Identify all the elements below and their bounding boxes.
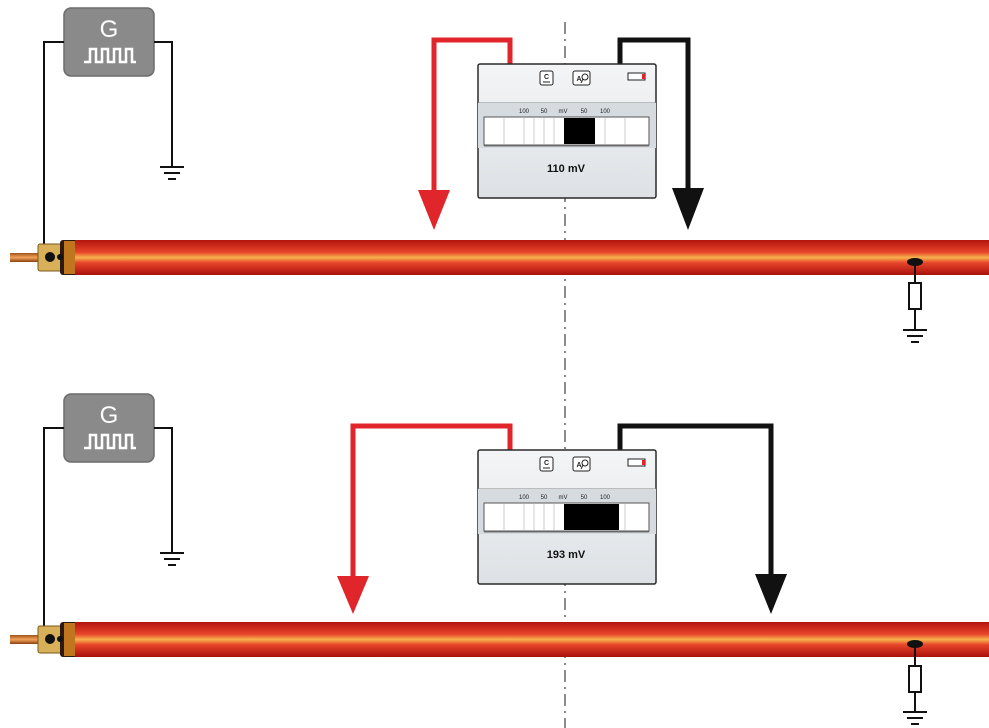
battery-icon	[627, 458, 646, 467]
generator-bottom: G	[63, 393, 155, 463]
deflection-bar	[564, 118, 595, 144]
red-arrow-head	[418, 190, 450, 230]
square-wave-icon	[84, 433, 136, 450]
cable-fault-ground-bottom	[903, 640, 927, 725]
svg-text:C: C	[544, 74, 549, 81]
ground-symbol-icon	[160, 166, 184, 180]
square-wave-icon	[84, 47, 136, 64]
red-lead-wire	[350, 423, 513, 584]
panel-bottom: G	[10, 393, 989, 725]
scale-right-100: 100	[600, 495, 611, 501]
scale-right-50: 50	[581, 495, 588, 501]
scale-right-50: 50	[581, 109, 588, 115]
panel-top: G	[10, 7, 989, 343]
probe-mode-icon: A	[572, 456, 591, 472]
reading-value: 193 mV	[547, 549, 586, 561]
black-arrow-head	[672, 188, 704, 230]
clamp-mode-icon: C	[539, 456, 554, 472]
generator-ground-wire	[154, 427, 173, 552]
generator-top: G	[63, 7, 155, 77]
red-lead-wire	[431, 37, 513, 198]
scale-left-50: 50	[541, 495, 548, 501]
black-arrow-head	[755, 574, 787, 614]
scale-left-50: 50	[541, 109, 548, 115]
generator-lead-wire	[43, 41, 64, 254]
cable-bottom	[10, 622, 989, 657]
scale-unit: mV	[559, 495, 568, 501]
deflection-bar	[564, 504, 619, 530]
resistor-icon	[908, 282, 922, 310]
ground-symbol-icon	[903, 711, 927, 725]
clamp-mode-icon: C	[539, 70, 554, 86]
generator-lead-wire	[43, 427, 64, 638]
battery-icon	[627, 72, 646, 81]
cable-fault-ground-top	[903, 258, 927, 343]
resistor-icon	[908, 665, 922, 693]
svg-text:A: A	[576, 76, 581, 83]
scale-right-100: 100	[600, 109, 611, 115]
black-lead-wire	[617, 423, 774, 582]
reading-value: 110 mV	[547, 163, 586, 175]
red-arrow-head	[337, 576, 369, 614]
generator-label: G	[100, 402, 119, 429]
black-lead-wire	[617, 37, 691, 196]
svg-text:C: C	[544, 460, 549, 467]
svg-text:A: A	[576, 462, 581, 469]
generator-ground-wire	[154, 41, 173, 166]
scale-left-100: 100	[519, 109, 530, 115]
scale-left-100: 100	[519, 495, 530, 501]
receiver-instrument-bottom: C A 100 50 mV 50 100	[477, 449, 657, 585]
ground-symbol-icon	[903, 329, 927, 343]
scale-unit: mV	[559, 109, 568, 115]
generator-label: G	[100, 16, 119, 43]
probe-mode-icon: A	[572, 70, 591, 86]
ground-symbol-icon	[160, 552, 184, 566]
cable-top	[10, 240, 989, 275]
receiver-instrument-top: C A 100 50 mV 50 100	[477, 63, 657, 199]
